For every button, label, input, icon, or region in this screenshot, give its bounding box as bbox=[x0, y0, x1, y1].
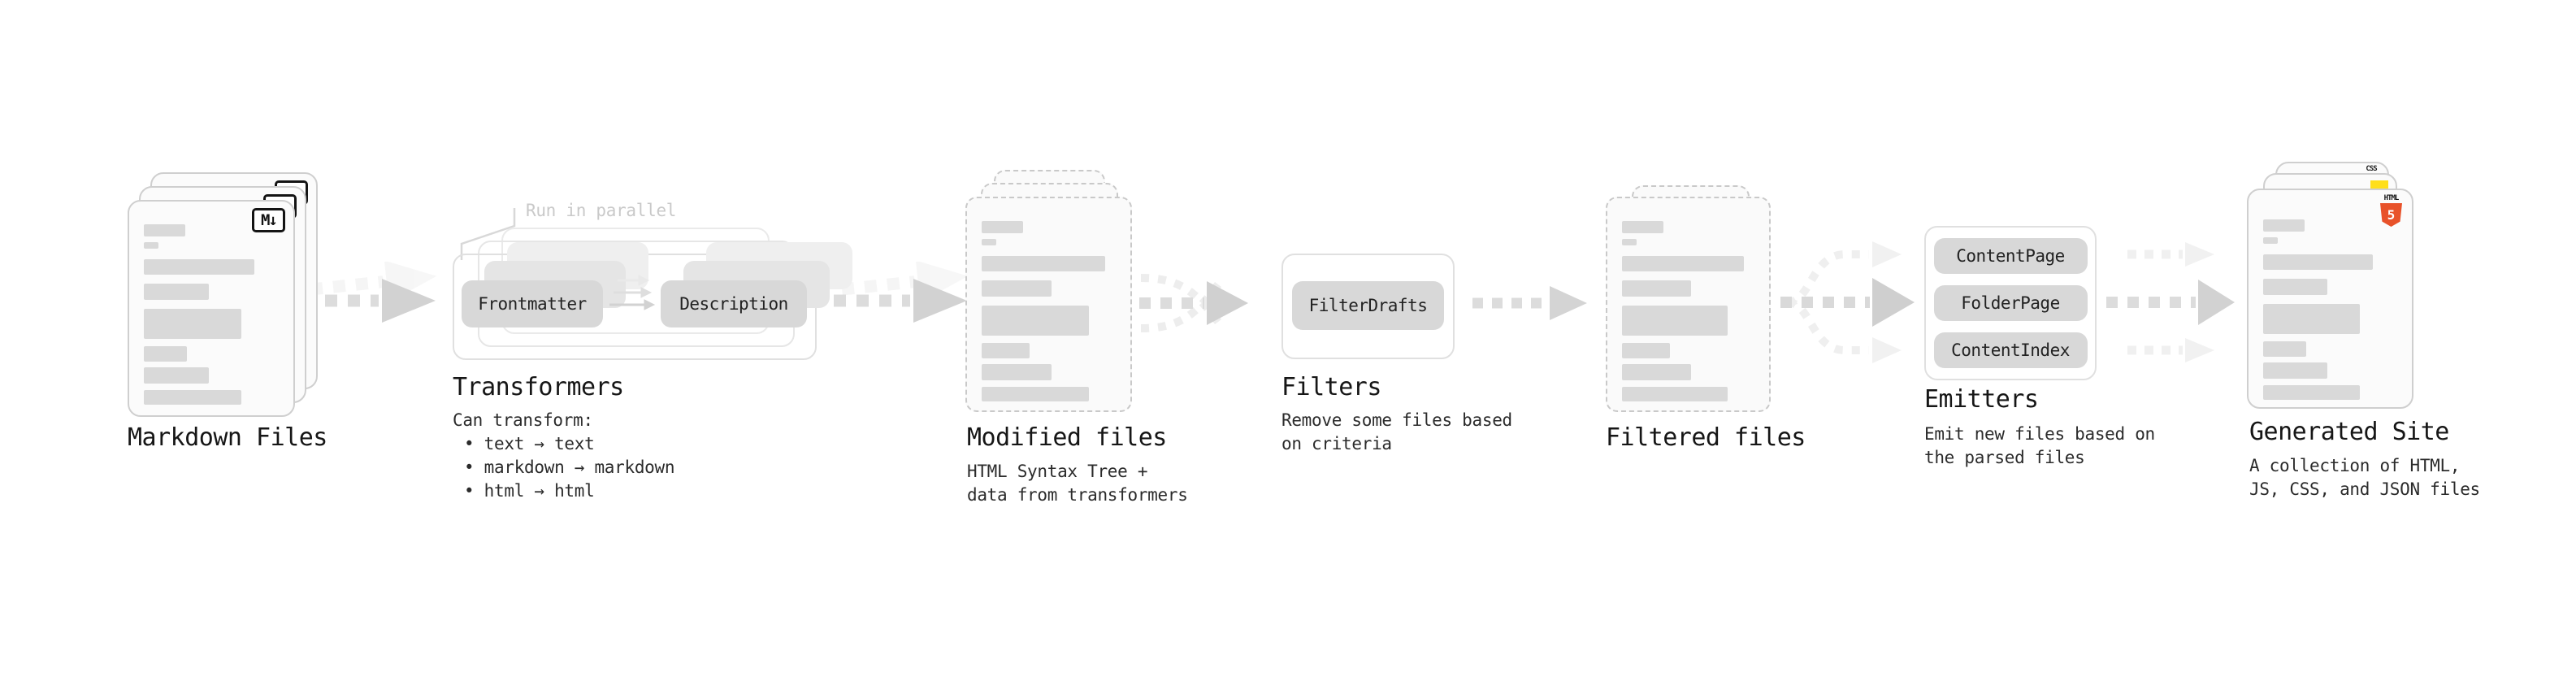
run-in-parallel-note: Run in parallel bbox=[526, 201, 677, 220]
html5-number: 5 bbox=[2387, 207, 2396, 223]
document-placeholder-lines bbox=[1622, 221, 1754, 401]
html5-icon: HTML 5 bbox=[2380, 194, 2402, 227]
document-placeholder-lines bbox=[2263, 219, 2397, 400]
flow-arrow-icon bbox=[302, 262, 437, 323]
filtered-file-front bbox=[1606, 197, 1771, 412]
stage-label-transformers: Transformers bbox=[453, 373, 624, 401]
triple-arrow-icon bbox=[2106, 242, 2235, 362]
generated-file-html: HTML 5 bbox=[2247, 189, 2413, 409]
fanout-arrow-icon bbox=[1780, 241, 1915, 363]
desc-line: Remove some files based bbox=[1281, 410, 1512, 430]
stage-label-modified-files: Modified files bbox=[967, 423, 1167, 452]
emitters-box: ContentPage FolderPage ContentIndex bbox=[1924, 226, 2097, 380]
desc-bullet: • text → text bbox=[464, 434, 595, 453]
filters-box: FilterDrafts bbox=[1281, 254, 1455, 359]
flow-arrow-icon bbox=[1472, 286, 1587, 320]
desc-line: JS, CSS, and JSON files bbox=[2249, 479, 2480, 499]
frontmatter-pill: Frontmatter bbox=[462, 280, 603, 327]
markdown-icon: M↓ bbox=[252, 208, 285, 232]
contentpage-pill: ContentPage bbox=[1933, 238, 2088, 274]
modified-files-description: HTML Syntax Tree + data from transformer… bbox=[967, 460, 1188, 507]
markdown-badge-text: M↓ bbox=[261, 211, 278, 229]
stage-label-filtered-files: Filtered files bbox=[1606, 423, 1806, 452]
document-placeholder-lines bbox=[982, 221, 1116, 401]
filters-description: Remove some files based on criteria bbox=[1281, 409, 1512, 456]
desc-bullet: • html → html bbox=[464, 481, 595, 501]
desc-line: Emit new files based on bbox=[1924, 424, 2155, 444]
markdown-file-front: M↓ bbox=[128, 200, 295, 417]
desc-line: HTML Syntax Tree + bbox=[967, 462, 1148, 481]
desc-line: on criteria bbox=[1281, 434, 1392, 453]
desc-line: A collection of HTML, bbox=[2249, 456, 2461, 475]
stage-label-markdown-files: Markdown Files bbox=[128, 423, 327, 452]
stage-label-filters: Filters bbox=[1281, 373, 1381, 401]
html5-badge-text: HTML bbox=[2383, 194, 2400, 202]
document-placeholder-lines bbox=[144, 224, 279, 405]
annotation-leader-line bbox=[460, 208, 516, 260]
contentindex-pill: ContentIndex bbox=[1933, 332, 2088, 368]
description-pill: Description bbox=[661, 280, 807, 327]
generated-site-description: A collection of HTML, JS, CSS, and JSON … bbox=[2249, 454, 2480, 501]
emitters-description: Emit new files based on the parsed files bbox=[1924, 423, 2155, 470]
transformers-description: Can transform: • text → text • markdown … bbox=[453, 409, 675, 503]
desc-line: Can transform: bbox=[453, 410, 593, 430]
js-icon bbox=[2370, 180, 2388, 189]
desc-line: the parsed files bbox=[1924, 448, 2085, 467]
flow-arrow-icon bbox=[834, 262, 969, 323]
modified-file-front bbox=[965, 197, 1132, 412]
merge-arrow-icon bbox=[1139, 274, 1248, 332]
folderpage-pill: FolderPage bbox=[1933, 285, 2088, 321]
filterdrafts-pill: FilterDrafts bbox=[1292, 281, 1444, 330]
stage-label-generated-site: Generated Site bbox=[2249, 418, 2449, 446]
parallel-arrows-icon bbox=[609, 275, 656, 310]
css-badge-text: CSS bbox=[2366, 165, 2377, 173]
stage-label-emitters: Emitters bbox=[1924, 385, 2039, 414]
desc-line: data from transformers bbox=[967, 485, 1188, 505]
desc-bullet: • markdown → markdown bbox=[464, 458, 675, 477]
